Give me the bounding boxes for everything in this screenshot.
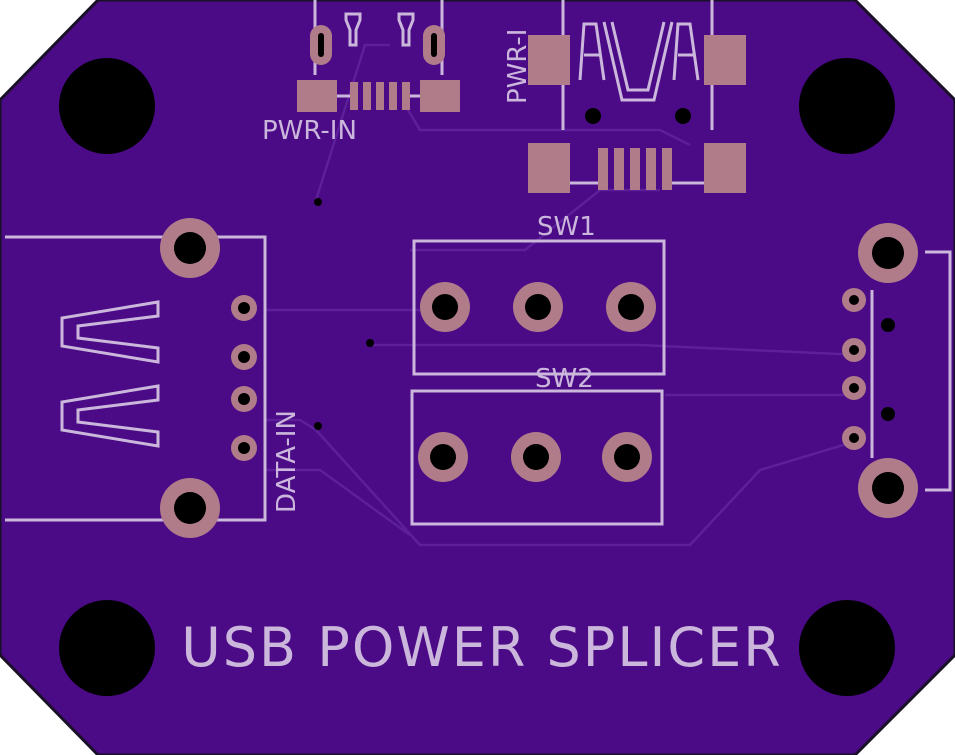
micro-usb-pwr-in-left (297, 0, 460, 112)
copper-traces (265, 43, 861, 547)
mounting-hole-bottom-left (59, 600, 155, 696)
mini-usb-pwr-in-right (528, 0, 746, 193)
label-sw1: SW1 (537, 212, 596, 242)
usb-a-data-in (5, 218, 267, 538)
via (366, 339, 374, 347)
mounting-hole-top-right (799, 58, 895, 154)
mounting-hole-top-left (59, 58, 155, 154)
mounting-hole-bottom-right (799, 600, 895, 696)
usb-receptacle-right (842, 223, 952, 518)
label-data-in: DATA-IN (272, 410, 302, 513)
switch-sw2 (410, 389, 664, 526)
via (314, 198, 322, 206)
label-pwr-in-right: PWR-I (503, 29, 533, 104)
label-pwr-in-left: PWR-IN (262, 116, 357, 146)
board-title: USB POWER SPLICER (181, 616, 782, 679)
via (314, 422, 322, 430)
label-sw2: SW2 (535, 364, 594, 394)
switch-sw1 (412, 239, 666, 376)
